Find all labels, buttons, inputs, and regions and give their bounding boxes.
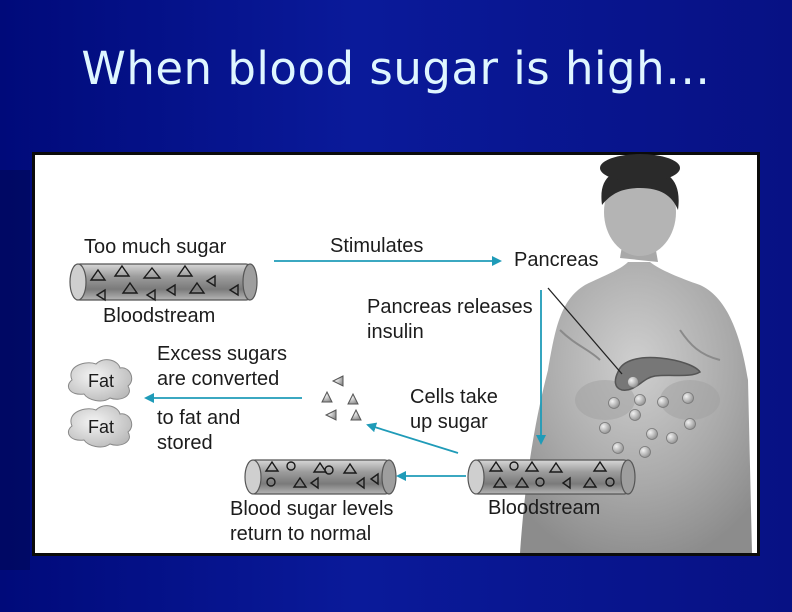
fat-cell-1: Fat [68, 359, 133, 402]
fat-cell-2-label: Fat [88, 417, 114, 437]
fat-cell-1-label: Fat [88, 371, 114, 391]
top-blood-vessel [69, 263, 258, 302]
fat-cell-2: Fat [68, 405, 133, 448]
label-up-sugar: up sugar [410, 411, 488, 433]
free-sugar-molecules [321, 375, 362, 421]
left-shadow [0, 170, 30, 570]
label-cells-take: Cells take [410, 386, 498, 408]
slide-title: When blood sugar is high… [81, 42, 711, 95]
insulin-particles [599, 376, 696, 458]
label-bloodstream-top: Bloodstream [103, 305, 215, 327]
label-stimulates: Stimulates [330, 235, 423, 257]
label-stored: stored [157, 432, 213, 454]
arrow-cells-take-up [366, 422, 459, 454]
label-return-to-normal: return to normal [230, 523, 371, 545]
label-pancreas-releases: Pancreas releases [367, 296, 533, 318]
label-blood-sugar-levels: Blood sugar levels [230, 498, 393, 520]
pancreas-pointer-line [547, 287, 623, 375]
label-to-fat-and: to fat and [157, 407, 240, 429]
middle-blood-vessel [244, 459, 397, 495]
label-insulin: insulin [367, 321, 424, 343]
right-blood-vessel [467, 459, 636, 495]
flow-arrows [144, 256, 546, 481]
label-excess-sugars: Excess sugars [157, 343, 287, 365]
label-are-converted: are converted [157, 368, 279, 390]
label-bloodstream-bottom: Bloodstream [488, 497, 600, 519]
label-pancreas: Pancreas [514, 249, 599, 271]
label-too-much-sugar: Too much sugar [84, 236, 227, 258]
